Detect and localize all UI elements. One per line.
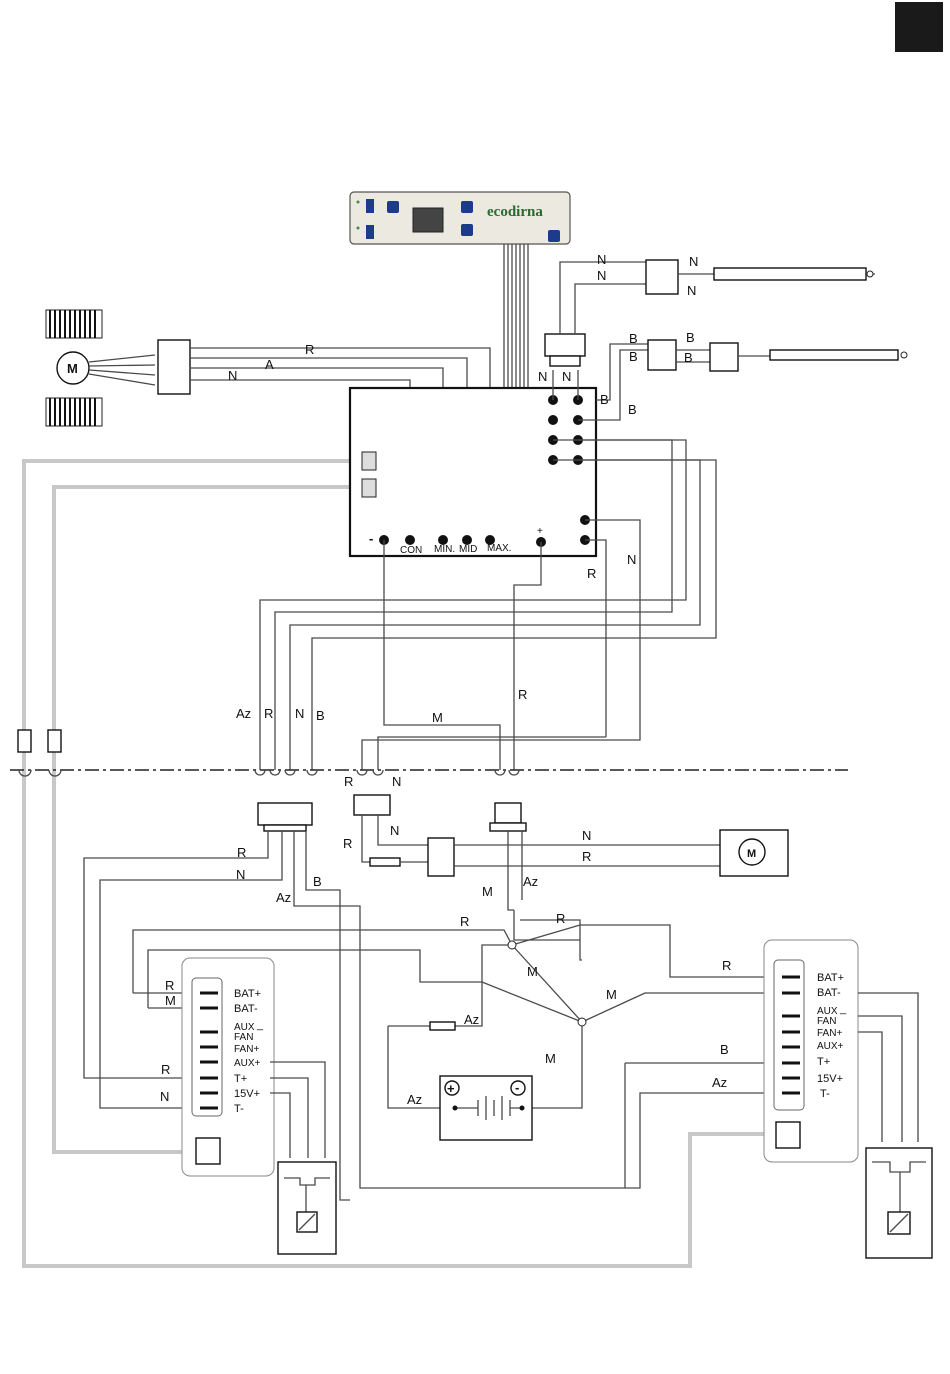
svg-text:R: R [582, 849, 591, 864]
svg-text:R: R [343, 836, 352, 851]
svg-text:M: M [482, 884, 493, 899]
svg-text:R: R [305, 342, 314, 357]
svg-text:N: N [236, 867, 245, 882]
battery: + - [440, 1076, 532, 1140]
power-button-icon[interactable] [548, 230, 560, 242]
control-panel: ecodirna [350, 192, 570, 244]
svg-text:Az: Az [407, 1092, 422, 1107]
svg-text:B: B [628, 402, 637, 417]
terminal-mid-label: MID [459, 544, 477, 555]
svg-text:Az: Az [236, 706, 251, 721]
svg-text:B: B [316, 708, 325, 723]
svg-text:B: B [720, 1042, 729, 1057]
svg-text:N: N [689, 254, 698, 269]
svg-text:B: B [600, 392, 609, 407]
svg-text:15V+: 15V+ [234, 1088, 260, 1100]
control-board [350, 388, 596, 556]
ribbon-cable [504, 244, 528, 388]
svg-text:R: R [460, 914, 469, 929]
left-terminal-block: BAT+ BAT- AUX _ FAN FAN+ AUX+ T+ 15V+ T- [182, 958, 325, 1176]
svg-text:N: N [295, 706, 304, 721]
svg-text:B: B [313, 874, 322, 889]
svg-text:N: N [390, 823, 399, 838]
svg-text:N: N [687, 283, 696, 298]
svg-text:N: N [160, 1089, 169, 1104]
left-sensor-box [278, 1162, 336, 1254]
svg-text:BAT+: BAT+ [817, 972, 844, 984]
wire-hops [19, 770, 519, 776]
svg-text:T+: T+ [817, 1056, 830, 1068]
svg-text:Az: Az [276, 890, 291, 905]
svg-text:T+: T+ [234, 1073, 247, 1085]
lcd-display [413, 208, 443, 232]
svg-text:N: N [392, 774, 401, 789]
brand-logo: ecodirna [487, 204, 543, 220]
svg-text:N: N [562, 369, 571, 384]
terminal-max-label: MAX. [487, 543, 511, 554]
svg-text:Az: Az [523, 874, 538, 889]
svg-text:FAN+: FAN+ [817, 1028, 842, 1039]
right-terminal-block: BAT+ BAT- AUX _ FAN FAN+ AUX+ T+ 15V+ T- [764, 940, 918, 1162]
svg-text:M: M [606, 987, 617, 1002]
terminal-plus-label: + [537, 526, 543, 537]
sensor-n: N N N N N N [538, 252, 875, 400]
battery-negative-label: - [515, 1080, 519, 1095]
svg-text:T-: T- [820, 1088, 830, 1100]
battery-positive-label: + [447, 1081, 455, 1096]
evaporator-fan: M [46, 310, 190, 426]
svg-text:BAT+: BAT+ [234, 988, 261, 1000]
svg-text:N: N [597, 268, 606, 283]
svg-text:N: N [538, 369, 547, 384]
down-button-icon[interactable] [461, 224, 473, 236]
svg-text:15V+: 15V+ [817, 1073, 843, 1085]
svg-text:M: M [527, 964, 538, 979]
sensor-b: B B B B B B [578, 330, 907, 420]
svg-text:_: _ [256, 1019, 264, 1031]
svg-text:R: R [587, 566, 596, 581]
svg-text:_: _ [839, 1003, 847, 1015]
svg-text:FAN: FAN [817, 1016, 836, 1027]
svg-text:B: B [686, 330, 695, 345]
fan-motor-label: M [67, 361, 78, 376]
svg-text:T-: T- [234, 1103, 244, 1115]
right-sensor-box [866, 1148, 932, 1258]
up-button-icon[interactable] [461, 201, 473, 213]
svg-text:R: R [264, 706, 273, 721]
svg-text:B: B [629, 349, 638, 364]
svg-text:M: M [432, 710, 443, 725]
svg-text:R: R [237, 845, 246, 860]
condenser-motor-label: M [747, 848, 756, 860]
svg-text:R: R [344, 774, 353, 789]
terminal-con-label: CON [400, 545, 422, 556]
svg-text:B: B [684, 350, 693, 365]
svg-text:N: N [582, 828, 591, 843]
svg-text:M: M [165, 993, 176, 1008]
svg-text:M: M [545, 1051, 556, 1066]
svg-text:N: N [627, 552, 636, 567]
svg-text:BAT-: BAT- [817, 987, 841, 999]
svg-text:R: R [556, 911, 565, 926]
page-tab [895, 2, 943, 52]
svg-text:FAN+: FAN+ [234, 1044, 259, 1055]
snowflake-icon[interactable] [387, 201, 399, 213]
svg-text:A: A [265, 357, 274, 372]
terminal-min-label: MIN. [434, 544, 455, 555]
svg-text:AUX+: AUX+ [234, 1058, 261, 1069]
svg-text:N: N [228, 368, 237, 383]
svg-text:Az: Az [464, 1012, 479, 1027]
svg-text:B: B [629, 331, 638, 346]
svg-text:AUX+: AUX+ [817, 1041, 844, 1052]
svg-text:R: R [161, 1062, 170, 1077]
svg-text:N: N [597, 252, 606, 267]
svg-text:R: R [518, 687, 527, 702]
terminal-minus-label: - [369, 531, 373, 546]
svg-text:BAT-: BAT- [234, 1003, 258, 1015]
svg-text:Az: Az [712, 1075, 727, 1090]
svg-text:R: R [722, 958, 731, 973]
svg-text:FAN: FAN [234, 1032, 253, 1043]
svg-text:R: R [165, 978, 174, 993]
